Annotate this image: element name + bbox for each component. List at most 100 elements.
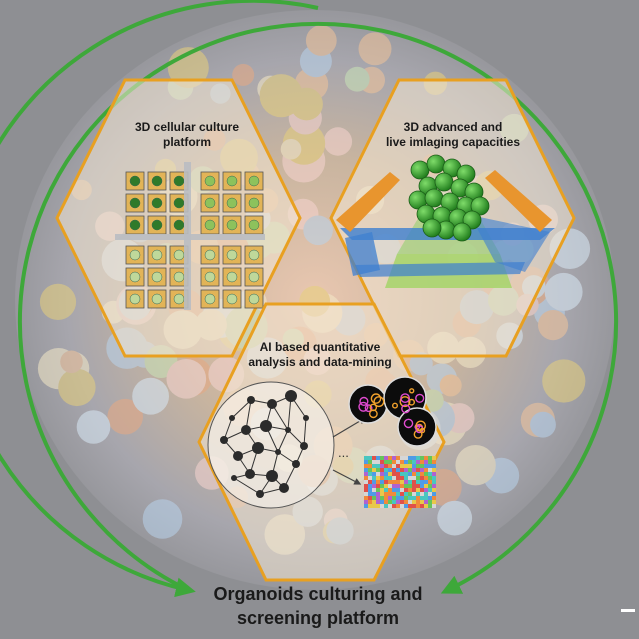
segmentation-tile [432, 456, 436, 460]
segmentation-tile [424, 464, 428, 468]
segmentation-tile [400, 480, 404, 484]
segmentation-tile [372, 504, 376, 508]
segmentation-tile [380, 492, 384, 496]
well-organoid [151, 175, 163, 187]
segmentation-tile [424, 488, 428, 492]
segmentation-tile [412, 500, 416, 504]
segmentation-tile [412, 504, 416, 508]
segmentation-tile [384, 484, 388, 488]
segmentation-tile [424, 472, 428, 476]
organoid-cell-blob [409, 352, 433, 376]
segmentation-tile [432, 468, 436, 472]
well-organoid [173, 249, 185, 261]
segmentation-tiles [364, 456, 436, 508]
segmentation-tile [388, 504, 392, 508]
segmentation-tile [364, 496, 368, 500]
segmentation-tile [364, 492, 368, 496]
organoid-cell-blob [344, 66, 370, 92]
segmentation-tile [404, 472, 408, 476]
segmentation-tile [428, 456, 432, 460]
well-organoid [129, 197, 141, 209]
segmentation-tile [372, 500, 376, 504]
well-organoid [173, 293, 185, 305]
segmentation-tile [380, 456, 384, 460]
organoid-cell-blob [280, 138, 302, 160]
segmentation-tile [380, 500, 384, 504]
segmentation-tile [400, 472, 404, 476]
well-organoid [151, 293, 163, 305]
segmentation-tile [400, 504, 404, 508]
segmentation-tile [372, 480, 376, 484]
organoid-cell-blob [142, 499, 183, 539]
segmentation-tile [392, 472, 396, 476]
segmentation-tile [424, 484, 428, 488]
segmentation-tile [368, 464, 372, 468]
segmentation-tile [392, 500, 396, 504]
segmentation-tile [392, 476, 396, 480]
network-node [241, 425, 251, 435]
segmentation-tile [364, 460, 368, 464]
network-node [267, 399, 277, 409]
segmentation-tile [368, 488, 372, 492]
network-node [300, 442, 308, 450]
segmentation-tile [432, 460, 436, 464]
network-node [245, 469, 255, 479]
well-organoid [173, 219, 185, 231]
organoid-cell-blob [39, 283, 77, 320]
network-edge [233, 477, 261, 495]
organoid-cell-blob [530, 411, 556, 438]
segmentation-tile [420, 460, 424, 464]
well-organoid [226, 219, 238, 231]
segmentation-tile [412, 472, 416, 476]
network-edge [277, 429, 289, 453]
network-node [247, 396, 255, 404]
segmentation-tile [424, 456, 428, 460]
segmentation-tile [428, 484, 432, 488]
segmentation-tile [376, 504, 380, 508]
network-node [256, 490, 264, 498]
organoid-cell-blob [439, 374, 462, 397]
segmentation-tile [432, 496, 436, 500]
organoid-cell-blob [538, 310, 569, 341]
segmentation-tile [416, 500, 420, 504]
light-sheet-lower [355, 262, 525, 277]
well-organoid [204, 249, 216, 261]
segmentation-tile [404, 468, 408, 472]
segmentation-tile [400, 476, 404, 480]
segmentation-tile [432, 504, 436, 508]
segmentation-tile [388, 500, 392, 504]
segmentation-tile [420, 480, 424, 484]
well-organoid [248, 175, 260, 187]
organoid-cell-blob [232, 63, 255, 86]
segmentation-tile [364, 476, 368, 480]
well-organoid [204, 293, 216, 305]
well-organoid [129, 219, 141, 231]
stained-cell [415, 393, 425, 403]
segmentation-tile [396, 460, 400, 464]
segmentation-tile [424, 460, 428, 464]
segmentation-tile [408, 480, 412, 484]
segmentation-tile [416, 464, 420, 468]
well-organoid [173, 271, 185, 283]
segmentation-tile [412, 460, 416, 464]
neural-network-graph [220, 390, 309, 498]
scale-bar [621, 609, 635, 612]
well-organoid [248, 249, 260, 261]
segmentation-tile [380, 480, 384, 484]
segmentation-tile [372, 492, 376, 496]
organoid-cell-blob [305, 25, 337, 56]
segmentation-tile [388, 488, 392, 492]
segmentation-tile [392, 484, 396, 488]
segmentation-tile [384, 492, 388, 496]
segmentation-tile [384, 460, 388, 464]
segmentation-tile [396, 456, 400, 460]
organoid-cell-blob [542, 359, 586, 403]
organoid-cell-blob [58, 368, 96, 407]
segmentation-tile [392, 488, 396, 492]
segmentation-tile [364, 468, 368, 472]
hexagon-imaging: 3D advanced and live imlaging capacities [329, 78, 576, 358]
segmentation-tile [380, 472, 384, 476]
segmentation-tile [396, 496, 400, 500]
segmentation-tile [376, 484, 380, 488]
